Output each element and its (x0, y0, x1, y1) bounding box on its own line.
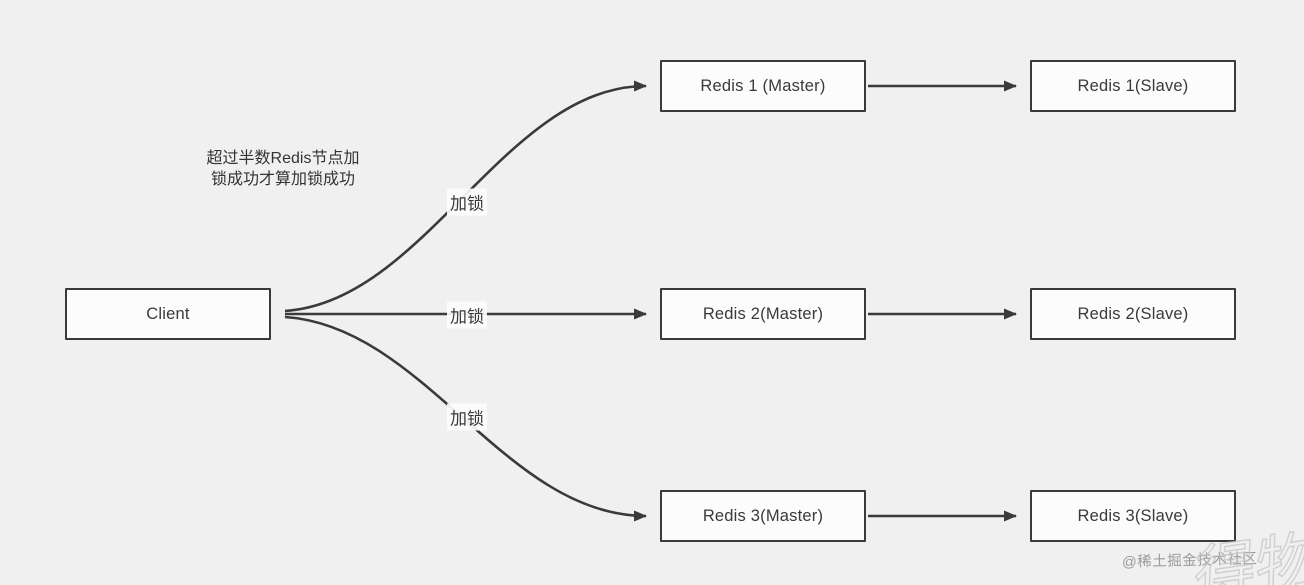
quorum-annotation-line2: 锁成功才算加锁成功 (210, 171, 355, 188)
edge-label-lock2: 加锁 (447, 301, 487, 329)
node-redis3-master[interactable]: Redis 3(Master) (660, 490, 866, 542)
node-redis2-master-label: Redis 2(Master) (702, 304, 824, 323)
node-redis2-slave[interactable]: Redis 2(Slave) (1030, 288, 1236, 340)
edge-label-lock1: 加锁 (447, 188, 487, 216)
node-client[interactable]: Client (65, 288, 271, 340)
node-redis1-slave[interactable]: Redis 1(Slave) (1030, 60, 1236, 112)
node-redis3-master-label: Redis 3(Master) (702, 506, 824, 525)
quorum-annotation: 超过半数Redis节点加 锁成功才算加锁成功 (183, 148, 383, 190)
node-redis1-master-label: Redis 1 (Master) (700, 76, 826, 95)
node-redis3-slave-label: Redis 3(Slave) (1077, 506, 1189, 525)
node-client-label: Client (146, 304, 190, 323)
node-redis2-master[interactable]: Redis 2(Master) (660, 288, 866, 340)
node-redis3-slave[interactable]: Redis 3(Slave) (1030, 490, 1236, 542)
edge-label-lock3: 加锁 (447, 403, 487, 431)
node-redis1-master[interactable]: Redis 1 (Master) (660, 60, 866, 112)
quorum-annotation-line1: 超过半数Redis节点加 (206, 150, 360, 167)
node-redis1-slave-label: Redis 1(Slave) (1077, 76, 1189, 95)
node-redis2-slave-label: Redis 2(Slave) (1077, 304, 1189, 323)
